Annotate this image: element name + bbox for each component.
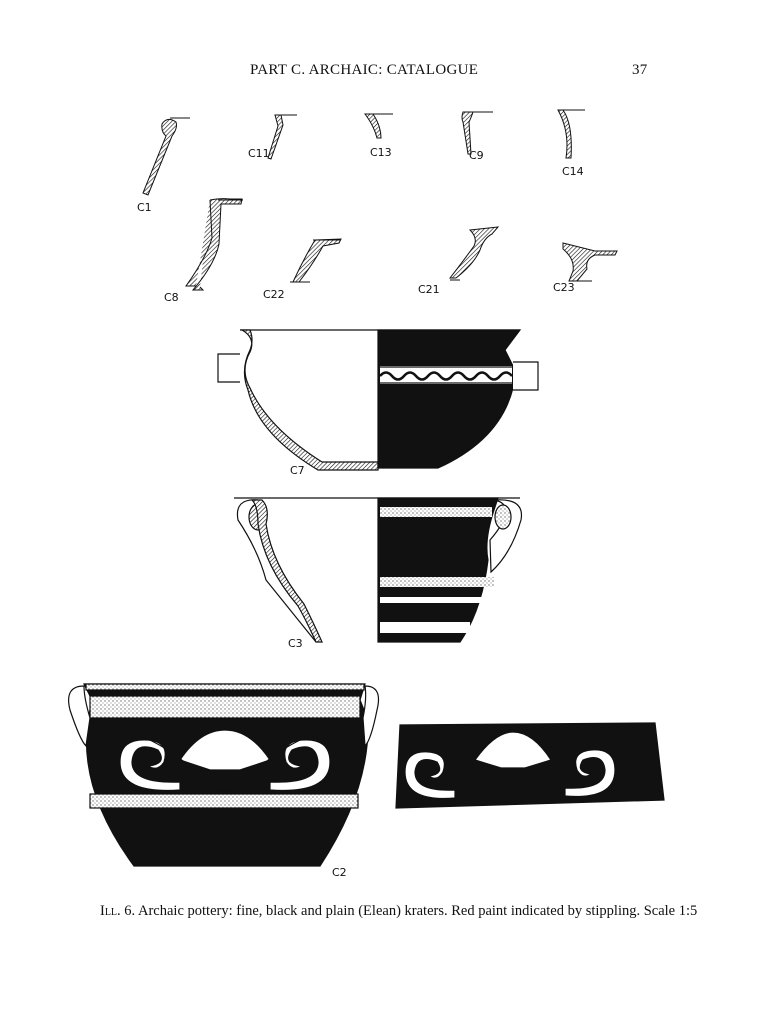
sherd-c2-fragment xyxy=(395,722,665,809)
caption-text: Archaic pottery: fine, black and plain (… xyxy=(138,903,698,919)
vessel-c2 xyxy=(68,683,380,867)
vessel-c7 xyxy=(217,329,539,471)
figure-caption: Ill. 6. Archaic pottery: fine, black and… xyxy=(100,903,697,920)
profile-c1 xyxy=(142,117,190,196)
label-c22: C22 xyxy=(263,288,285,301)
profile-c8 xyxy=(185,198,243,291)
label-c23: C23 xyxy=(553,281,575,294)
label-c13: C13 xyxy=(370,146,392,159)
figure-labels: C1 C11 C13 C9 C14 C8 C22 C21 C23 C7 C3 C… xyxy=(137,146,584,879)
label-c8: C8 xyxy=(164,291,179,304)
profile-c11 xyxy=(267,114,297,160)
label-c21: C21 xyxy=(418,283,440,296)
profile-c21 xyxy=(448,226,500,281)
profile-c9 xyxy=(461,111,493,155)
caption-prefix: Ill. 6. xyxy=(100,903,136,919)
profile-c23 xyxy=(562,242,618,282)
running-head: PART C. ARCHAIC: CATALOGUE xyxy=(250,62,479,78)
palmette-scroll-c2 xyxy=(119,729,331,792)
label-c11: C11 xyxy=(248,147,270,160)
profile-c13 xyxy=(364,113,393,139)
label-c3: C3 xyxy=(288,637,303,650)
page-number: 37 xyxy=(632,62,648,78)
label-c7: C7 xyxy=(290,464,305,477)
profile-c14 xyxy=(557,109,585,159)
label-c14: C14 xyxy=(562,165,584,178)
label-c1: C1 xyxy=(137,201,152,214)
label-c2: C2 xyxy=(332,866,347,879)
vessel-c3 xyxy=(234,497,523,643)
profile-c22 xyxy=(290,238,342,283)
label-c9: C9 xyxy=(469,149,484,162)
